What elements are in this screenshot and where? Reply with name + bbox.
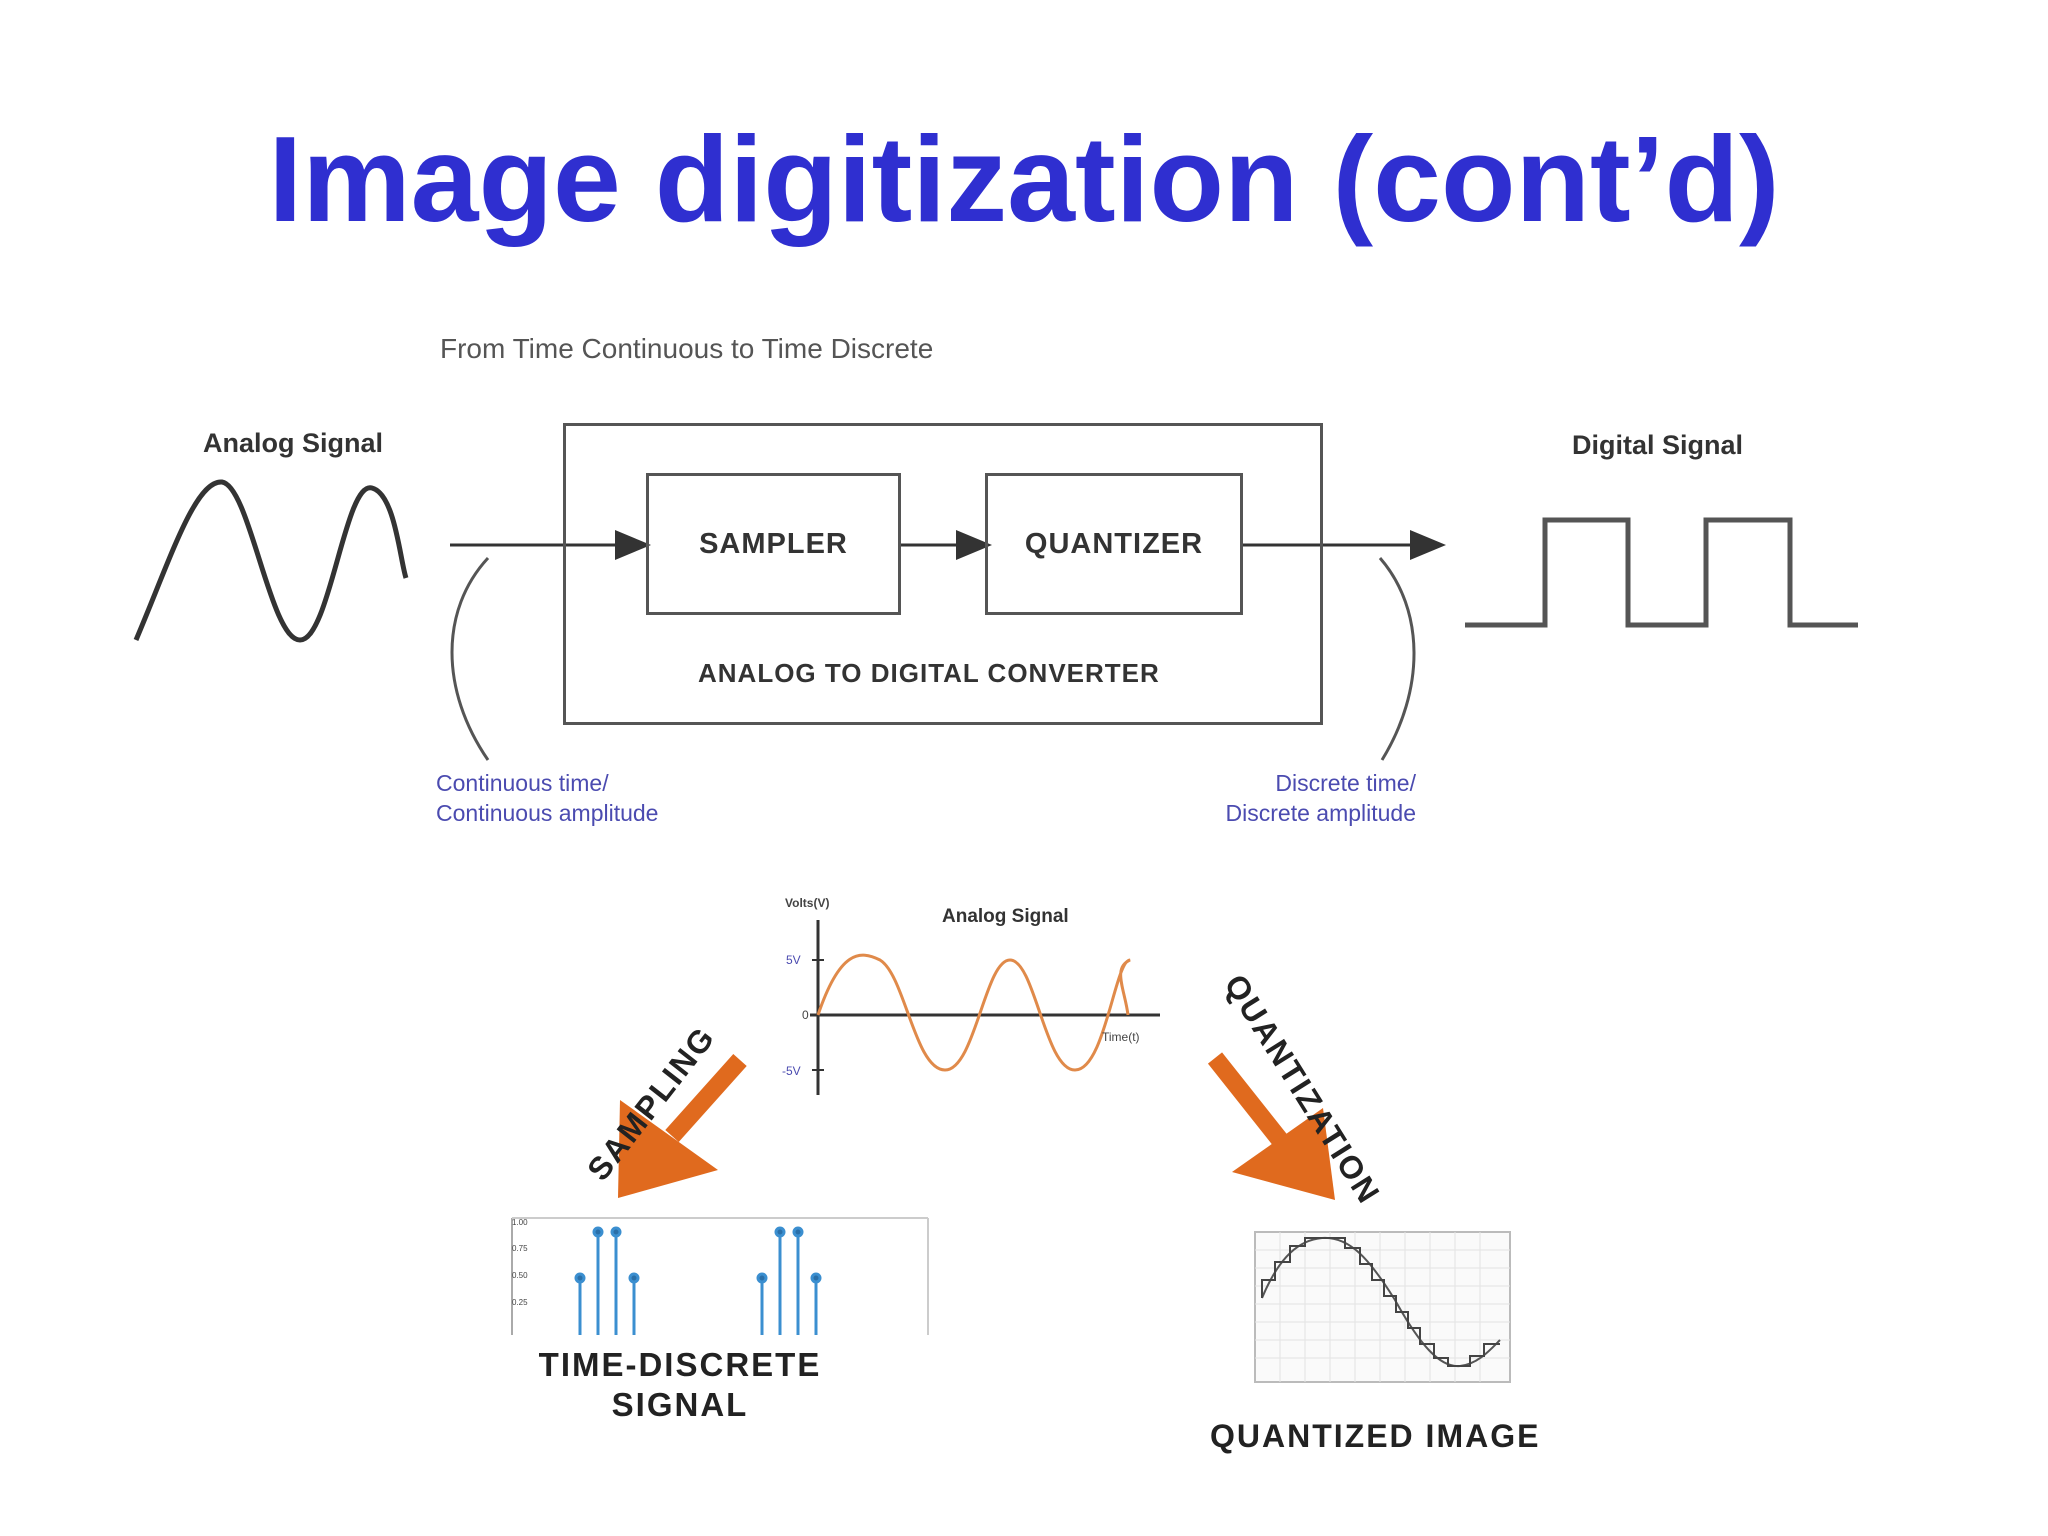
input-note-line1: Continuous time/ bbox=[436, 770, 609, 796]
quantizer-box: QUANTIZER bbox=[985, 473, 1243, 615]
adc-outer-box bbox=[563, 423, 1323, 725]
time-discrete-line2: SIGNAL bbox=[611, 1386, 749, 1423]
input-note-pointer bbox=[450, 556, 490, 761]
sampler-box: SAMPLER bbox=[646, 473, 901, 615]
tick-0: 0 bbox=[802, 1008, 809, 1022]
time-discrete-label: TIME-DISCRETE SIGNAL bbox=[520, 1345, 840, 1425]
sampler-label: SAMPLER bbox=[699, 527, 848, 560]
sampling-arrow bbox=[618, 1053, 747, 1198]
analog-signal-label: Analog Signal bbox=[203, 428, 384, 458]
quantization-arrow bbox=[1207, 1052, 1335, 1200]
sampled-tick-3: 0.25 bbox=[512, 1298, 528, 1307]
quantizer-label: QUANTIZER bbox=[1024, 527, 1204, 560]
quantized-image-label: QUANTIZED IMAGE bbox=[1210, 1418, 1541, 1454]
input-note-line2: Continuous amplitude bbox=[436, 800, 659, 826]
sampled-tick-0: 1.00 bbox=[512, 1218, 528, 1227]
input-note: Continuous time/ Continuous amplitude bbox=[436, 768, 658, 828]
plot-analog-wave bbox=[816, 953, 1131, 1072]
output-note-line2: Discrete amplitude bbox=[1225, 800, 1416, 826]
tick-neg5v: -5V bbox=[782, 1064, 801, 1078]
sampled-tick-1: 0.75 bbox=[512, 1244, 528, 1253]
plot-y-axis-label: Volts(V) bbox=[785, 896, 830, 910]
analog-input-wave bbox=[133, 479, 409, 643]
time-discrete-line1: TIME-DISCRETE bbox=[538, 1346, 822, 1383]
output-note-pointer bbox=[1378, 557, 1416, 761]
slide-title: Image digitization (cont’d) bbox=[268, 111, 1780, 247]
converter-label: ANALOG TO DIGITAL CONVERTER bbox=[698, 658, 1160, 688]
tick-5v: 5V bbox=[786, 953, 801, 967]
sampled-tick-2: 0.50 bbox=[512, 1271, 528, 1280]
output-note-line1: Discrete time/ bbox=[1275, 770, 1416, 796]
time-discrete-plot bbox=[511, 1217, 929, 1335]
adc-subtitle: From Time Continuous to Time Discrete bbox=[440, 333, 934, 364]
digital-output-wave bbox=[1465, 517, 1858, 628]
output-note: Discrete time/ Discrete amplitude bbox=[1190, 768, 1416, 828]
digital-signal-label: Digital Signal bbox=[1572, 430, 1744, 460]
plot-title: Analog Signal bbox=[942, 906, 1069, 927]
quantized-plot bbox=[1254, 1231, 1511, 1383]
plot-x-axis-label: Time(t) bbox=[1102, 1030, 1140, 1044]
